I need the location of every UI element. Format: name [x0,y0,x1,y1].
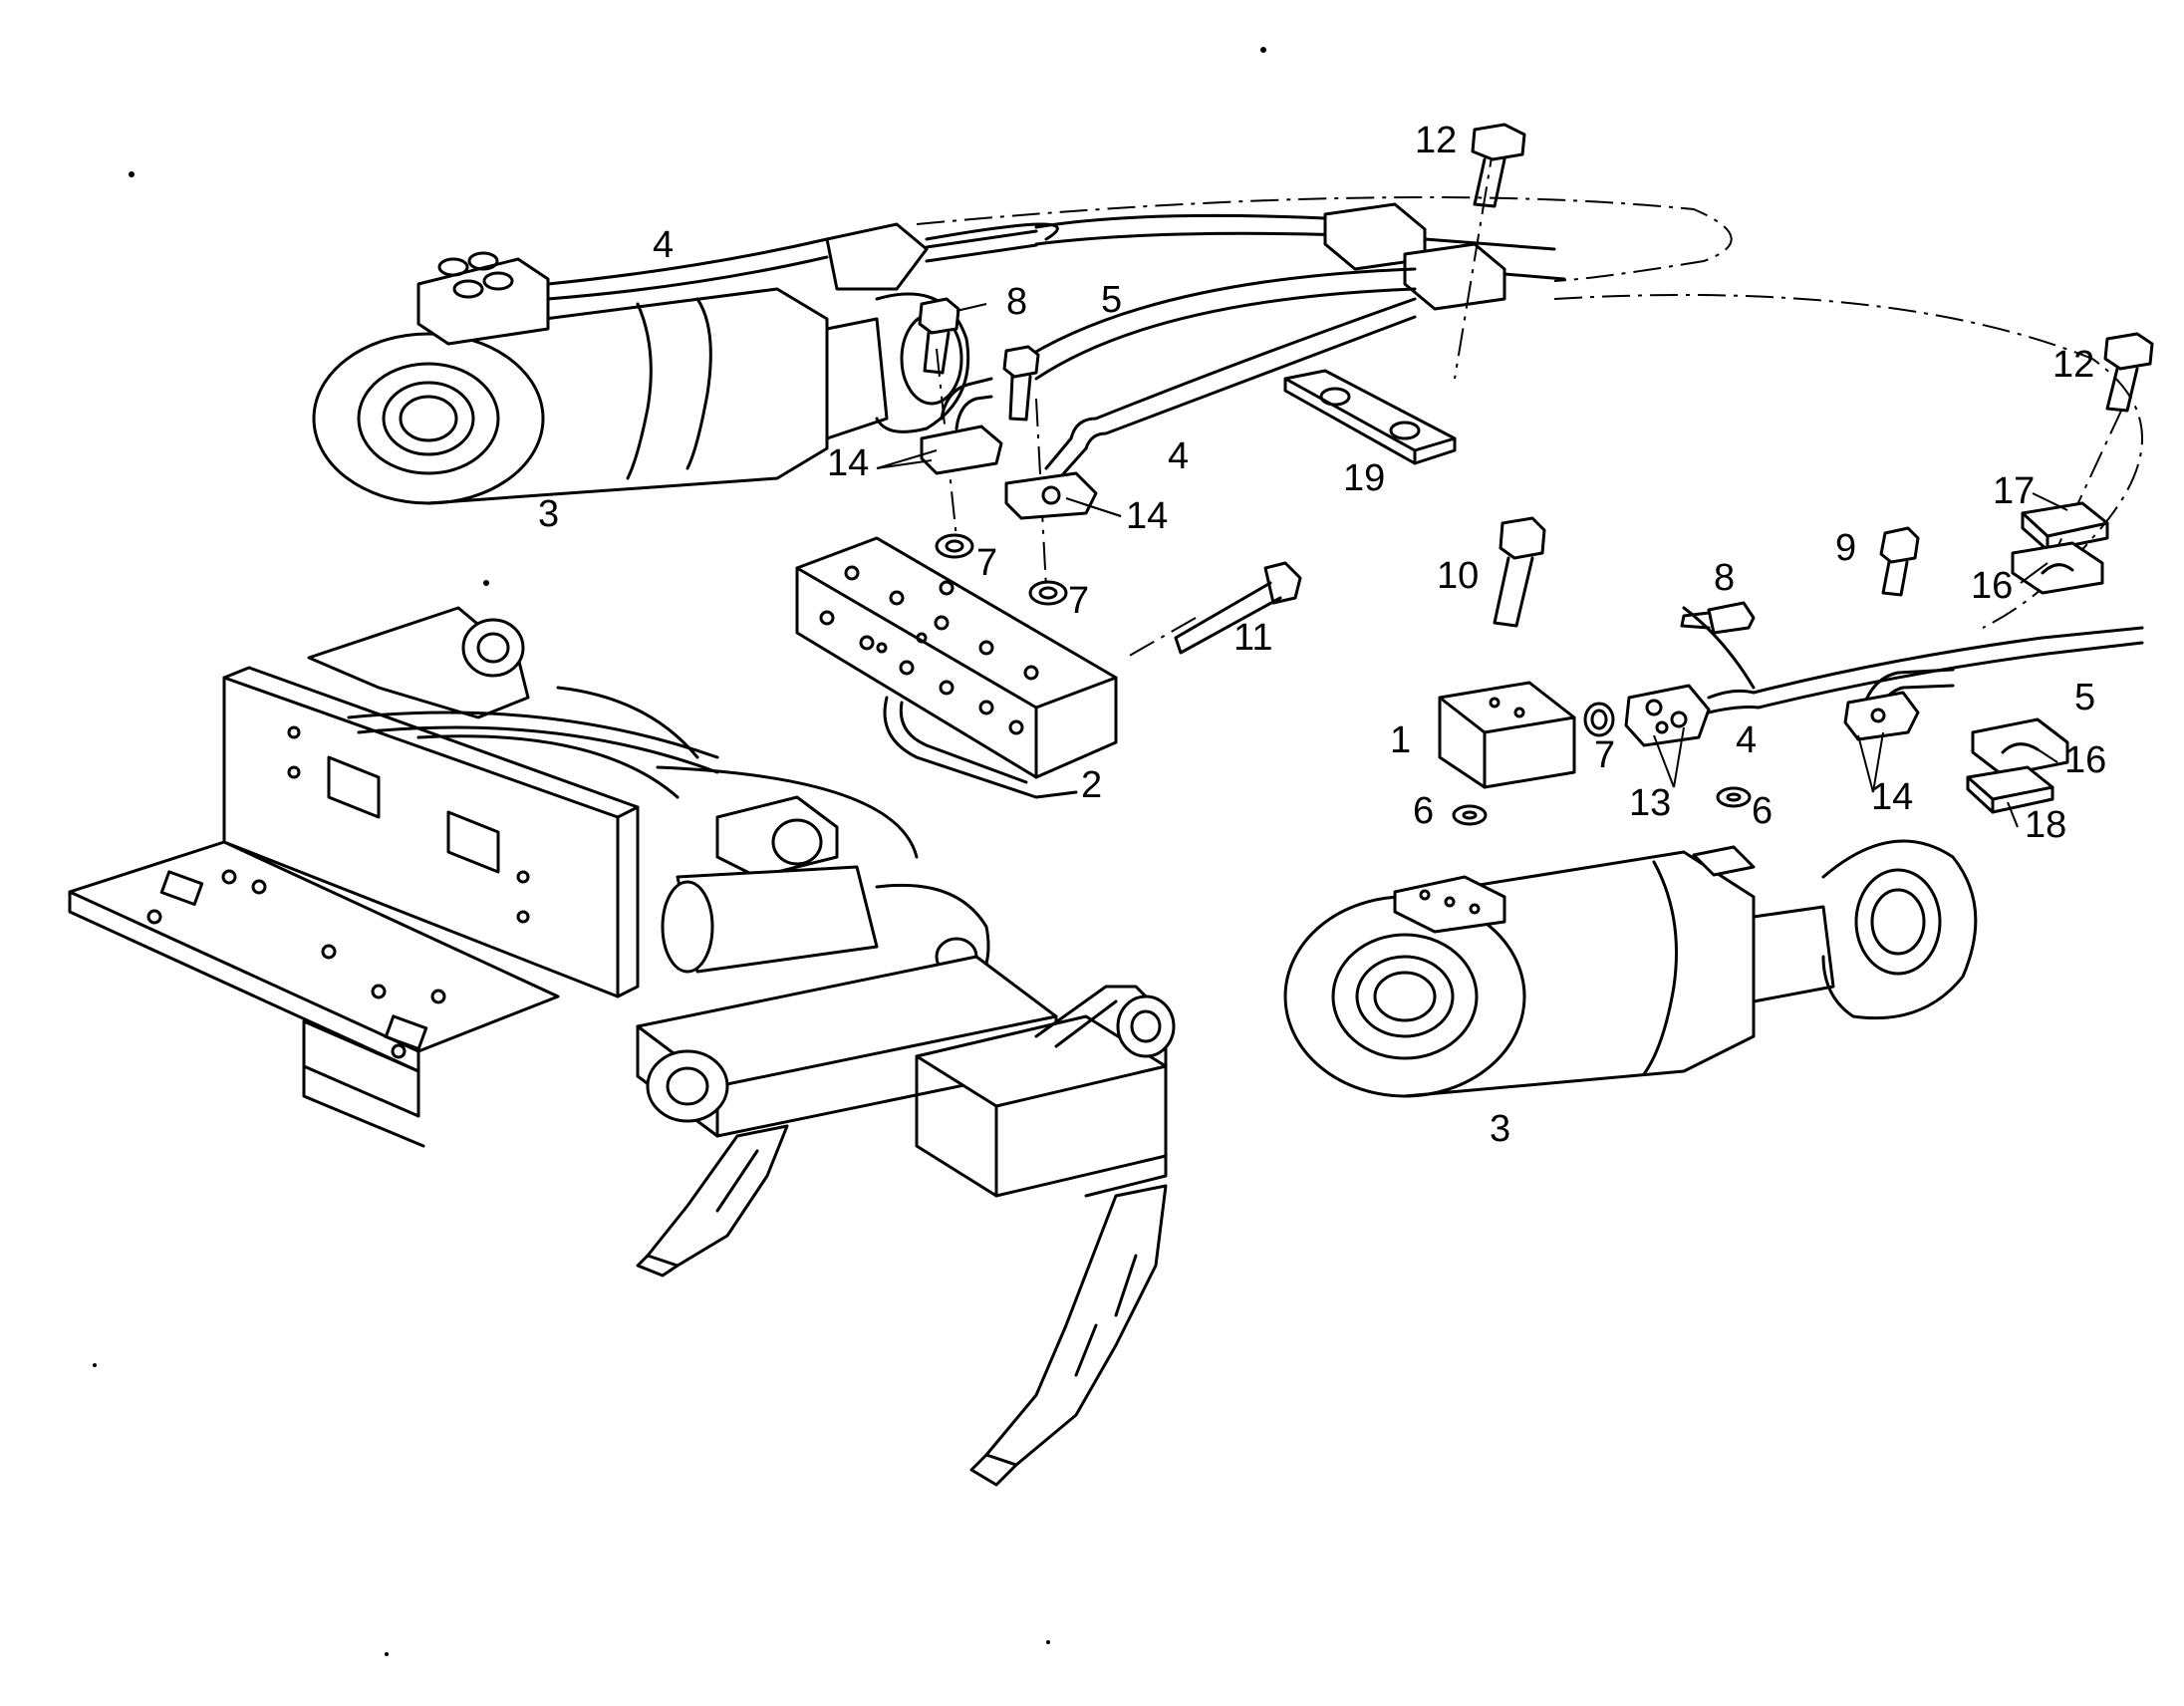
callout-14-right: 14 [1871,776,1913,818]
flange-13 [1624,684,1711,747]
callout-4-middle: 4 [1168,435,1189,477]
callout-12-right: 12 [2052,344,2094,386]
bolt-12-right [2103,332,2154,413]
bolt-10 [1493,516,1546,628]
cylinder-lower-right [1283,839,1978,1098]
callout-11: 11 [1233,617,1272,659]
bracket-19 [1283,369,1457,465]
bolt-8-right [1680,601,1756,635]
callout-6-right: 6 [1752,790,1773,832]
callout-18: 18 [2025,804,2066,846]
callout-13: 13 [1629,782,1671,824]
ripper-shank-left [636,1124,789,1278]
guide-lines-upper [916,139,2143,659]
o-ring-7 [1583,702,1615,737]
callout-8-upper: 8 [1006,281,1027,323]
cylinder-upper-left [312,251,970,505]
callout-7-upper-b: 7 [1068,580,1089,622]
callout-7-right: 7 [1594,734,1615,776]
callout-5-upper: 5 [1101,279,1122,321]
speck-marks [93,47,1266,1656]
callout-4-right: 4 [1736,719,1757,761]
callout-7-upper-a: 7 [976,542,997,584]
washers-7-upper [935,533,1068,606]
callout-8-right: 8 [1714,557,1735,599]
bolt-8-upper [918,297,960,375]
clamp-16-upper [2011,541,2104,595]
callout-14-upper-right: 14 [1126,495,1168,537]
ripper-frame [68,606,1176,1198]
callout-1: 1 [1390,719,1411,761]
bracket-18 [1966,765,2054,814]
clamp-16-lower [1971,717,2069,777]
callout-17: 17 [1993,470,2035,512]
hoses-upper [546,202,1566,478]
callout-19: 19 [1343,457,1385,499]
callout-14-upper-left: 14 [827,442,869,484]
bolt-9 [1879,526,1920,597]
callout-16-lower: 16 [2064,739,2106,781]
ripper-shank-right [969,1184,1168,1487]
callout-5-right: 5 [2074,677,2095,718]
callout-3-lower: 3 [1490,1108,1510,1150]
bolt-8-upper-b [1002,345,1040,422]
callout-6-left: 6 [1413,790,1434,832]
callout-leaders [876,303,2068,828]
valve-block [795,536,1118,799]
callout-2: 2 [1081,764,1102,806]
flanges-14-upper [920,425,1098,520]
callout-12-top: 12 [1415,120,1457,161]
callout-16-upper: 16 [1971,565,2013,607]
callout-9: 9 [1835,527,1856,569]
flange-14-right [1843,691,1920,741]
callout-labels: 12 4 8 5 14 4 19 3 14 7 7 11 2 12 17 10 … [538,120,2106,1150]
callout-10: 10 [1437,555,1479,597]
bolt-12-top [1471,123,1526,208]
hoses-right [1682,606,2144,719]
block-1 [1438,681,1576,789]
washer-6a [1452,804,1488,826]
washer-6b [1716,786,1752,808]
callout-3-upper: 3 [538,493,559,535]
callout-4-upper: 4 [653,224,674,266]
clamp-17 [2021,501,2109,552]
bolt-11 [1174,561,1302,655]
